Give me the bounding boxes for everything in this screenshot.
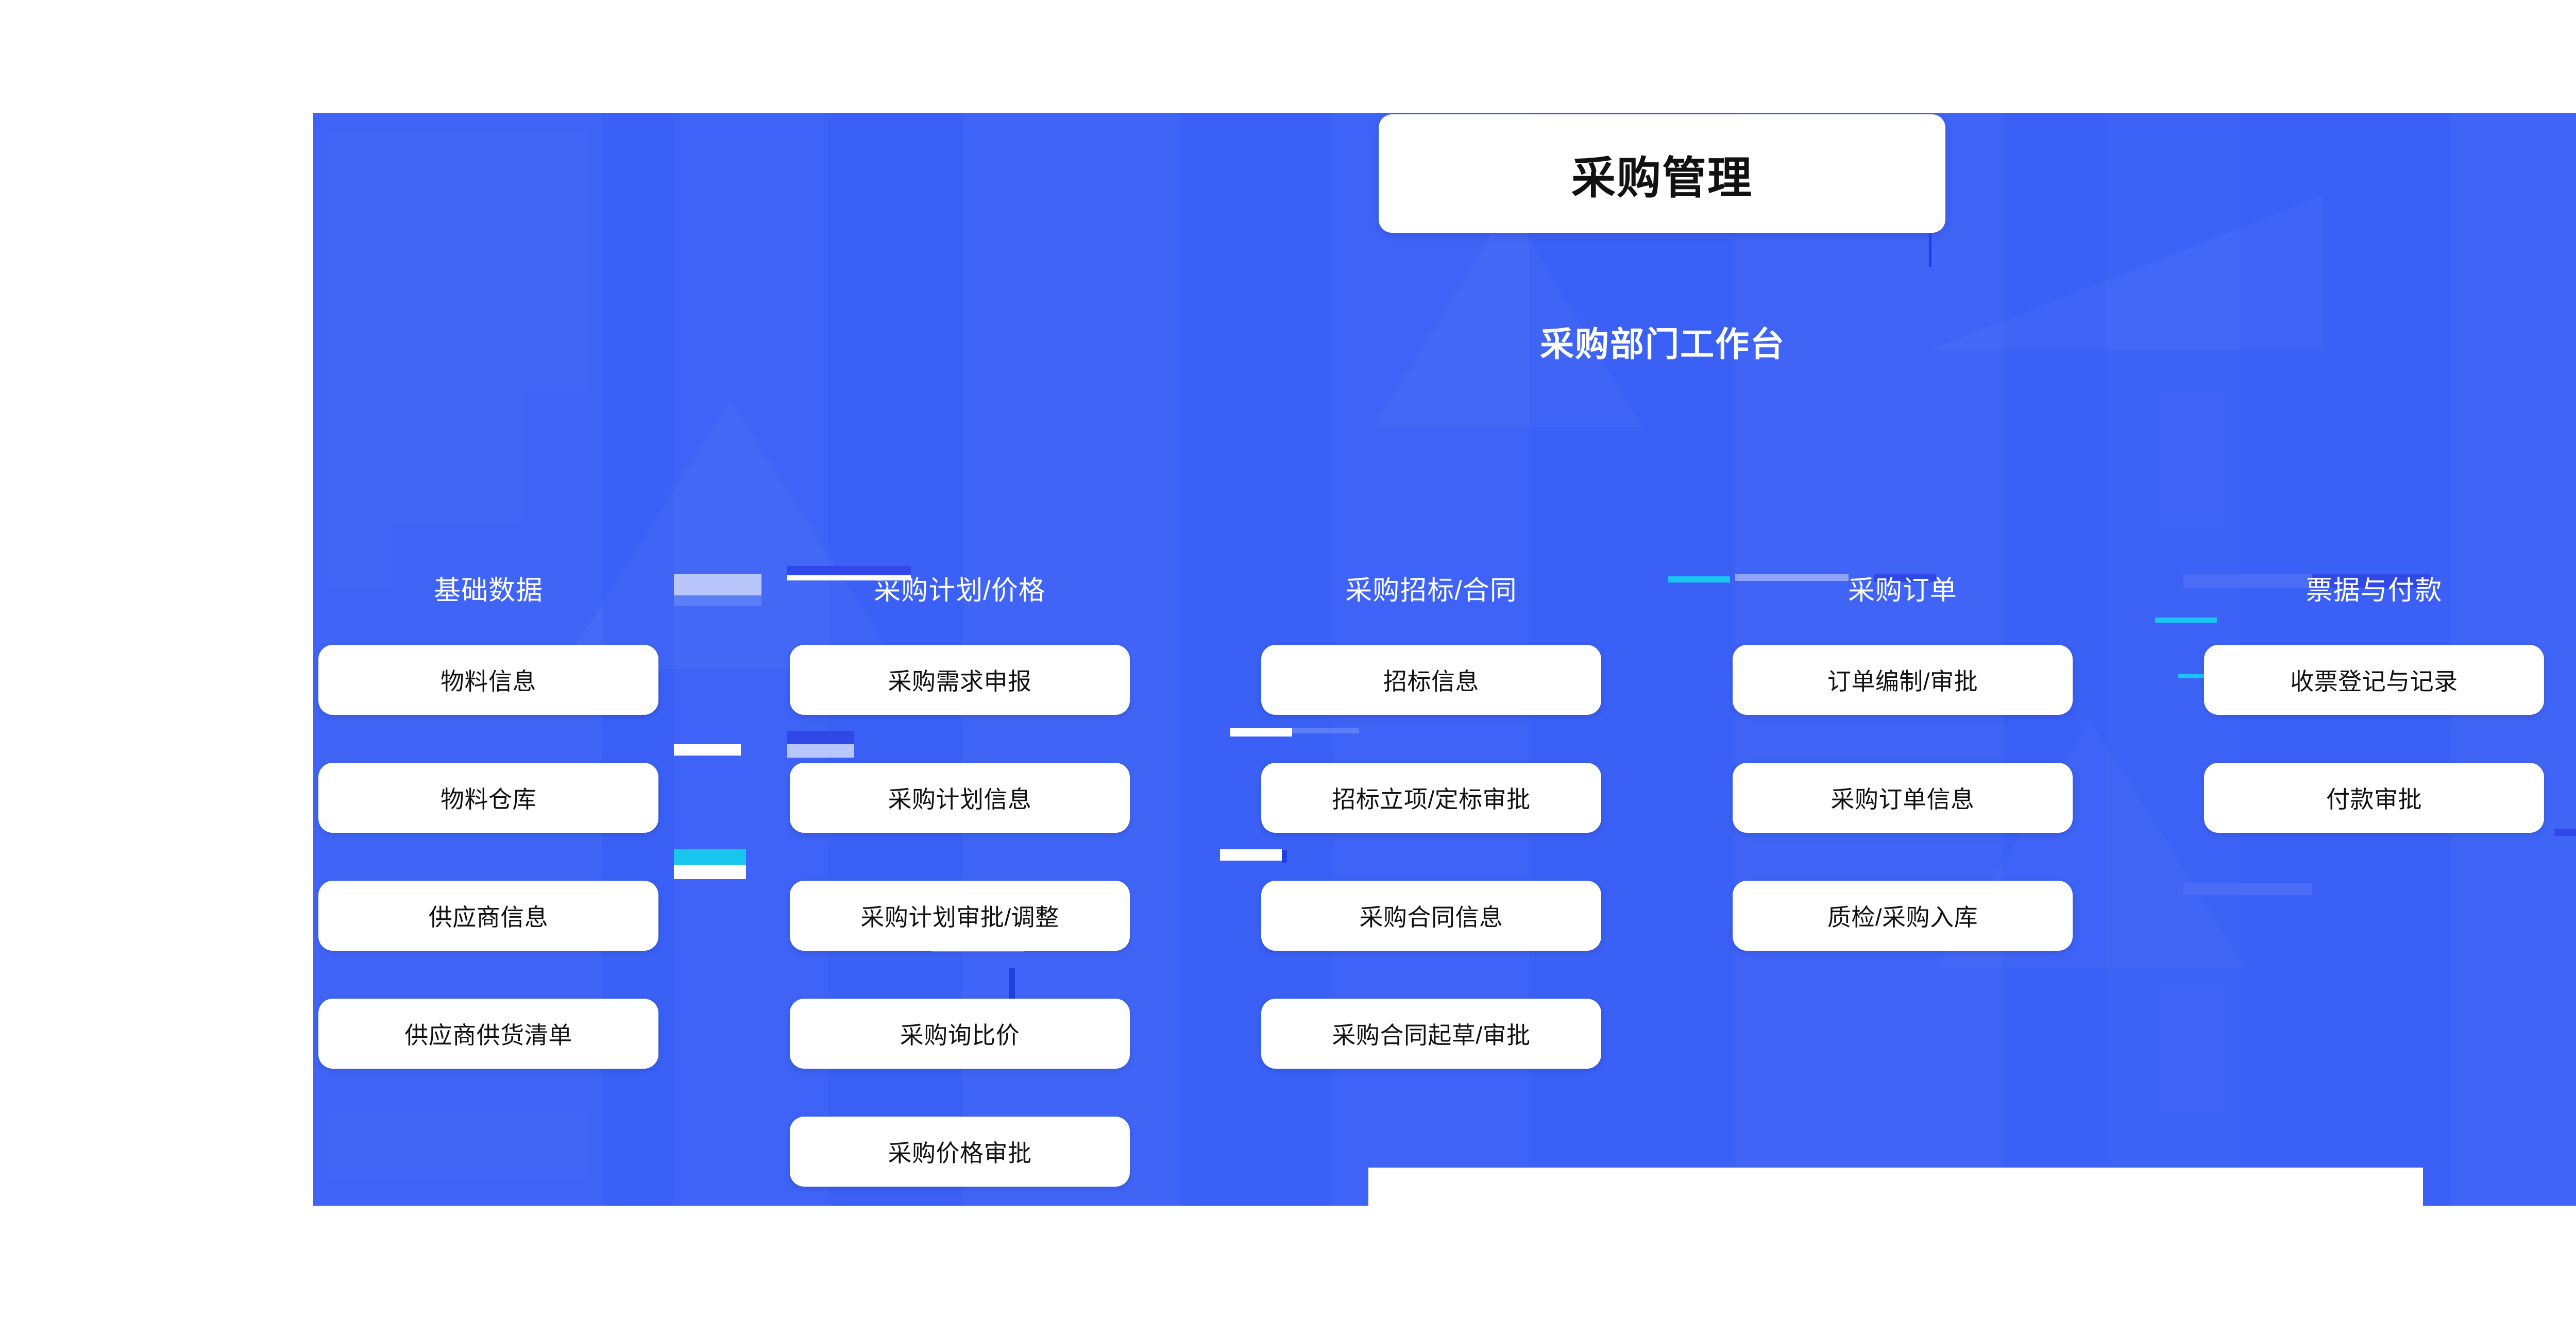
title-connector-line xyxy=(1929,233,1931,267)
column-header: 采购计划/价格 xyxy=(874,576,1046,606)
card-label: 供应商供货清单 xyxy=(404,1022,572,1049)
card-label: 采购计划审批/调整 xyxy=(860,904,1059,931)
card-supplier-supply-list[interactable]: 供应商供货清单 xyxy=(318,999,658,1069)
card-label: 采购询比价 xyxy=(900,1022,1020,1049)
card-invoice-registration-record[interactable]: 收票登记与记录 xyxy=(2204,645,2544,715)
card-label: 订单编制/审批 xyxy=(1827,668,1978,695)
column-header: 采购招标/合同 xyxy=(1345,576,1517,606)
card-supplier-info[interactable]: 供应商信息 xyxy=(318,881,658,951)
card-order-info[interactable]: 采购订单信息 xyxy=(1733,763,2073,833)
card-material-warehouse[interactable]: 物料仓库 xyxy=(318,763,658,833)
card-contract-info[interactable]: 采购合同信息 xyxy=(1261,881,1601,951)
card-label: 招标信息 xyxy=(1383,668,1479,695)
card-label: 物料仓库 xyxy=(440,786,536,813)
column-grid: 基础数据 物料信息 物料仓库 供应商信息 供应商供货清单 采购计划/价格 采购需… xyxy=(313,113,2576,1206)
card-inspection-inbound[interactable]: 质检/采购入库 xyxy=(1733,881,2073,951)
card-price-inquiry-comparison[interactable]: 采购询比价 xyxy=(790,999,1130,1069)
card-order-creation-approval[interactable]: 订单编制/审批 xyxy=(1733,645,2073,715)
diagram-title-box: 采购管理 xyxy=(1379,114,1945,233)
card-label: 付款审批 xyxy=(2326,786,2422,813)
card-label: 物料信息 xyxy=(440,668,536,695)
card-bidding-info[interactable]: 招标信息 xyxy=(1261,645,1601,715)
card-label: 质检/采购入库 xyxy=(1827,904,1978,931)
card-label: 招标立项/定标审批 xyxy=(1332,786,1531,813)
diagram-subtitle: 采购部门工作台 xyxy=(1540,325,1785,363)
card-plan-info[interactable]: 采购计划信息 xyxy=(790,763,1130,833)
card-label: 采购订单信息 xyxy=(1831,786,1975,813)
card-label: 供应商信息 xyxy=(428,904,549,931)
card-payment-approval[interactable]: 付款审批 xyxy=(2204,763,2544,833)
column-header: 采购订单 xyxy=(1848,576,1957,606)
card-label: 采购计划信息 xyxy=(888,786,1032,813)
card-bid-initiation-award-approval[interactable]: 招标立项/定标审批 xyxy=(1261,763,1601,833)
page-title: 采购管理 xyxy=(1571,153,1753,203)
card-label: 收票登记与记录 xyxy=(2290,668,2458,695)
card-material-info[interactable]: 物料信息 xyxy=(318,645,658,715)
card-label: 采购价格审批 xyxy=(888,1140,1032,1167)
card-contract-draft-approval[interactable]: 采购合同起草/审批 xyxy=(1261,999,1601,1069)
card-label: 采购合同信息 xyxy=(1359,904,1503,931)
column-header: 基础数据 xyxy=(433,576,543,606)
card-label: 采购需求申报 xyxy=(888,668,1032,695)
column-header: 票据与付款 xyxy=(2306,576,2443,606)
card-demand-declaration[interactable]: 采购需求申报 xyxy=(790,645,1130,715)
card-plan-approval-adjust[interactable]: 采购计划审批/调整 xyxy=(790,881,1130,951)
card-price-approval[interactable]: 采购价格审批 xyxy=(790,1117,1130,1187)
card-label: 采购合同起草/审批 xyxy=(1332,1022,1531,1049)
panel-bottom-cutout xyxy=(1368,1168,2423,1209)
